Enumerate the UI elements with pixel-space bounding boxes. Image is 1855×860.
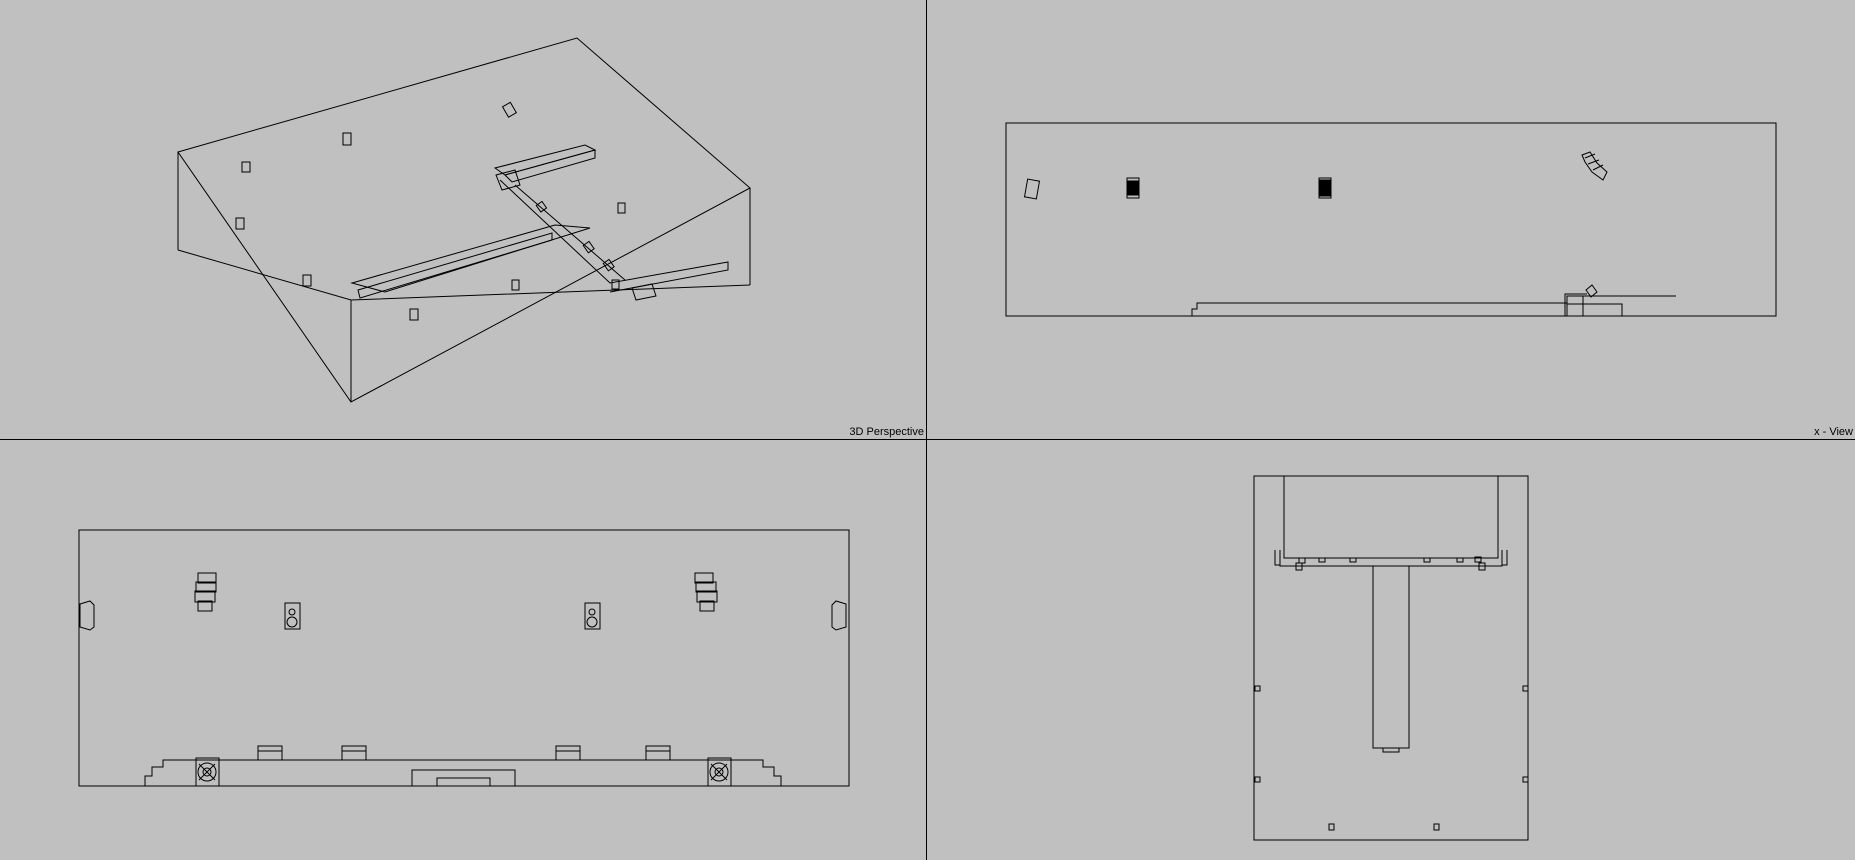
viewport-3d-perspective[interactable]: 3D Perspective	[0, 0, 926, 439]
top-view-wireframe	[1253, 475, 1529, 841]
viewport-label: x - View	[1814, 426, 1853, 438]
front-view-wireframe	[78, 529, 850, 787]
x-view-wireframe	[1005, 122, 1777, 317]
viewport-label: 3D Perspective	[849, 426, 924, 438]
viewport-front-view[interactable]	[0, 440, 926, 860]
vertical-divider[interactable]	[926, 0, 927, 860]
horizontal-divider[interactable]	[0, 439, 1855, 440]
viewport-x-view[interactable]: x - View	[927, 0, 1855, 439]
viewport-top-view[interactable]	[927, 440, 1855, 860]
perspective-wireframe	[177, 37, 751, 403]
